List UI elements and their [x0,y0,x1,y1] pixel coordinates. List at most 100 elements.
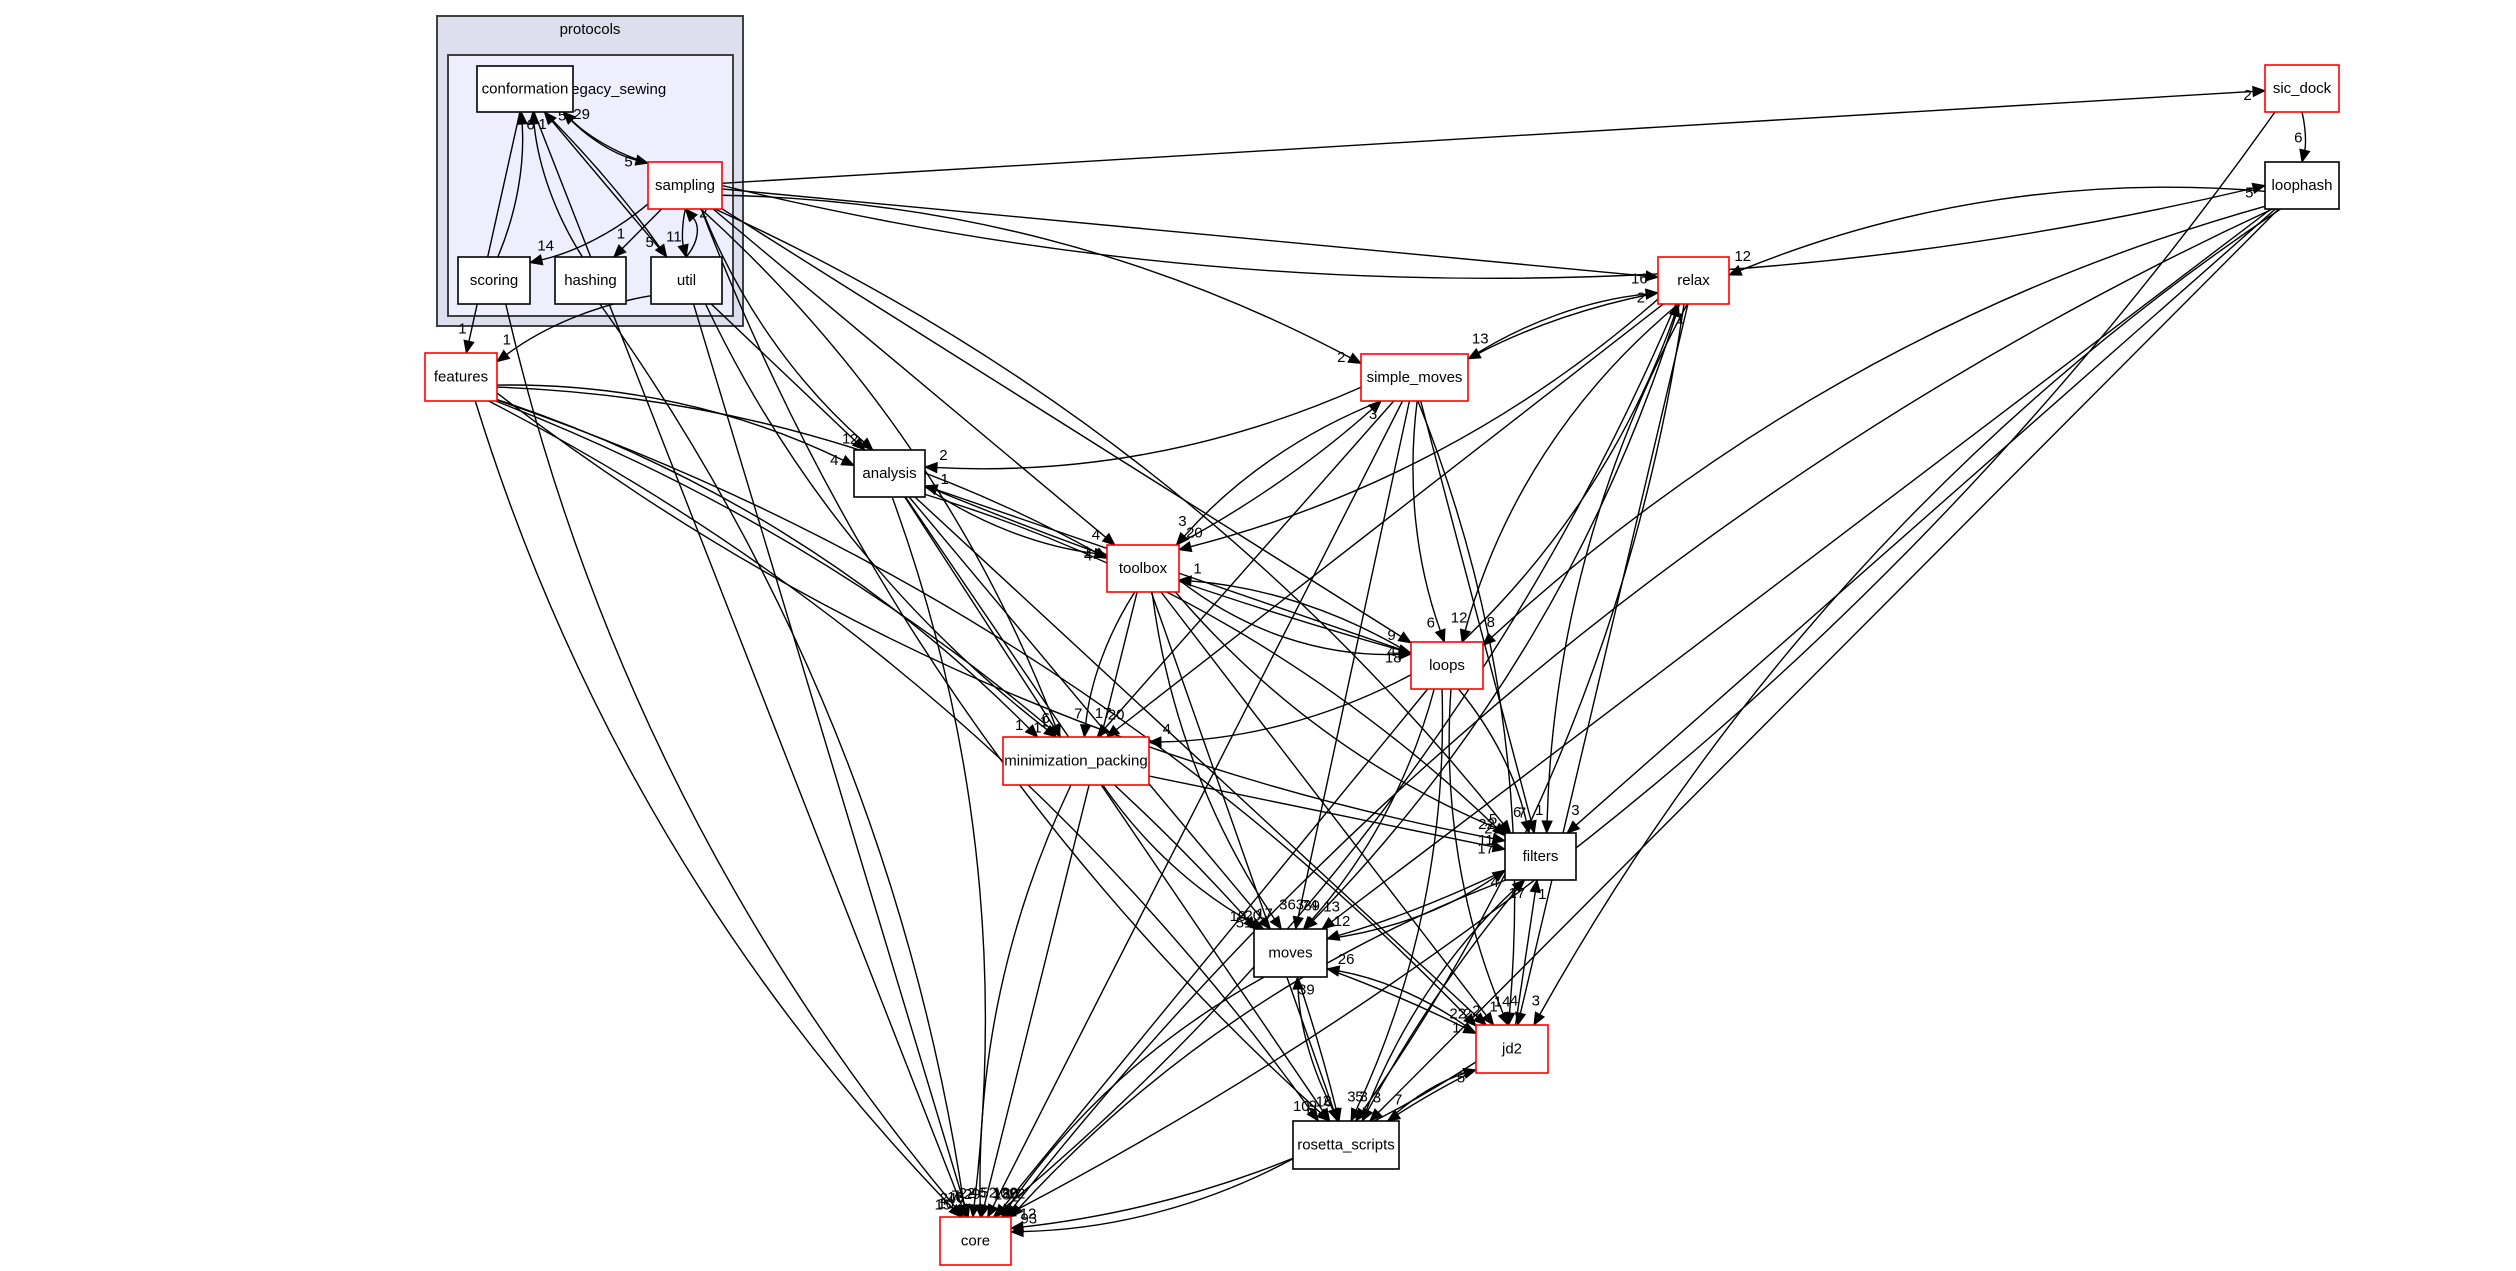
node-minimization-packing[interactable]: minimization_packing [1002,736,1150,786]
edge-label[interactable]: 52 [980,1184,997,1201]
edge-relax-to-simple_moves[interactable] [1478,292,1659,354]
edge-jd2-to-filters[interactable] [1514,891,1536,1026]
edge-relax-to-moves[interactable] [1312,303,1681,921]
edge-sampling-to-minimization_packing[interactable] [700,208,1057,727]
edge-rosetta_scripts-to-moves[interactable] [1297,988,1340,1122]
node-label[interactable]: sic_dock [2273,80,2332,97]
edge-label[interactable]: 10 [1293,1098,1310,1115]
node-label[interactable]: simple_moves [1367,369,1463,386]
node-box[interactable] [554,256,627,305]
node-box[interactable] [1292,1120,1400,1170]
edge-simple_moves-to-minimization_packing[interactable] [1104,400,1395,729]
node-label[interactable]: loophash [2272,177,2333,194]
edge-simple_moves-to-toolbox[interactable] [1183,400,1382,537]
edge-sic_dock-to-loophash[interactable] [2301,111,2307,151]
edge-jd2-to-rosetta_scripts[interactable] [1397,1069,1477,1116]
edge-label[interactable]: 246 [940,1190,965,1207]
node-label[interactable]: util [677,272,696,289]
edge-label[interactable]: 1 [1452,1020,1460,1037]
edge-label[interactable]: 3 [1178,513,1186,530]
edge-analysis-to-filters[interactable] [924,493,1497,828]
edge-label[interactable]: 1 [842,430,850,447]
edge-label[interactable]: 6 [1513,804,1521,821]
edge-loophash-to-moves[interactable] [1331,208,2272,923]
node-box[interactable] [424,352,498,402]
node-box[interactable] [1504,832,1577,881]
edge-label[interactable]: 6 [1307,1102,1315,1119]
edge-moves-to-jd2[interactable] [1326,968,1466,1029]
edge-analysis-to-minimization_packing[interactable] [904,496,1055,728]
edge-label[interactable]: 2 [1011,1189,1019,1206]
edge-toolbox-to-simple_moves[interactable] [1176,408,1373,546]
edge-label[interactable]: 1 [1083,544,1091,561]
edge-sic_dock-to-core[interactable] [1013,111,2276,1213]
edge-label[interactable]: 7 [951,1187,959,1204]
node-label[interactable]: rosetta_scripts [1297,1137,1395,1154]
node-relax[interactable]: relax [1657,256,1730,305]
node-features[interactable]: features [424,352,498,402]
edge-label[interactable]: 26 [1338,951,1355,968]
edge-features-to-analysis[interactable] [496,384,844,461]
edge-label[interactable]: 2 [1463,1006,1471,1023]
edge-label[interactable]: 12 [1020,1205,1037,1222]
edge-jd2-to-moves[interactable] [1338,970,1477,1034]
node-box[interactable] [1002,736,1150,786]
edge-label[interactable]: 7 [1074,705,1082,722]
node-simple-moves[interactable]: simple_moves [1360,353,1469,402]
edge-label[interactable]: 2 [850,431,858,448]
edge-label[interactable]: 5 [2245,184,2253,201]
node-label[interactable]: relax [1677,272,1710,289]
edge-relax-to-jd2[interactable] [1519,303,1689,1014]
edge-conformation-to-sampling[interactable] [562,111,637,161]
edge-label[interactable]: 1 [1538,886,1546,903]
edge-label[interactable]: 1 [1033,719,1041,736]
node-label[interactable]: hashing [564,272,617,289]
edge-toolbox-to-filters[interactable] [1174,591,1498,830]
node-rosetta-scripts[interactable]: rosetta_scripts [1292,1120,1400,1170]
node-sic-dock[interactable]: sic_dock [2264,64,2340,113]
edge-label[interactable]: 15 [935,1197,952,1214]
edge-loophash-to-core[interactable] [1012,208,2273,1209]
edge-label[interactable]: 20 [1244,907,1261,924]
edge-label[interactable]: 10 [937,1195,954,1212]
edge-label[interactable]: 1 [1015,717,1023,734]
edge-rosetta_scripts-to-core[interactable] [1022,1158,1294,1233]
edge-label[interactable]: 3 [1369,406,1377,423]
node-loops[interactable]: loops [1410,641,1484,690]
edge-label[interactable]: 6 [526,116,534,133]
edge-label[interactable]: 2 [1337,349,1345,366]
edge-label[interactable]: 1 [503,331,511,348]
node-filters[interactable]: filters [1504,832,1577,881]
edge-util-to-minimization_packing[interactable] [704,303,1048,731]
edge-util-to-features[interactable] [506,295,652,356]
edge-label[interactable]: 2 [1484,820,1492,837]
edge-loops-to-rosetta_scripts[interactable] [1355,688,1444,1111]
edge-label[interactable]: 6 [2294,130,2302,147]
edge-label[interactable]: 16 [947,1189,964,1206]
edge-label[interactable]: 2 [1637,290,1645,307]
edge-features-to-rosetta_scripts[interactable] [488,400,1312,1112]
edge-relax-to-toolbox[interactable] [1190,298,1659,548]
edge-label[interactable]: 14 [537,238,554,255]
edge-label[interactable]: 1 [940,471,948,488]
edge-moves-to-core[interactable] [1007,976,1265,1208]
edge-util-to-sampling[interactable] [685,217,699,258]
node-label[interactable]: analysis [862,465,916,482]
edge-simple_moves-to-moves[interactable] [1297,400,1411,918]
edge-conformation-to-features[interactable] [468,111,521,342]
edge-toolbox-to-loops[interactable] [1178,579,1400,656]
edge-filters-to-moves[interactable] [1338,869,1506,937]
edge-scoring-to-conformation[interactable] [497,123,524,258]
edge-loops-to-core[interactable] [1002,688,1429,1209]
edge-label[interactable]: 2 [2243,87,2251,104]
edge-minimization_packing-to-filters[interactable] [1148,775,1494,848]
edge-loops-to-filters[interactable] [1457,688,1528,822]
node-box[interactable] [1253,928,1328,978]
edge-label[interactable]: 13 [1323,899,1340,916]
edge-label[interactable]: 4 [1387,643,1395,660]
edge-label[interactable]: 22 [1449,1006,1466,1023]
node-box[interactable] [939,1216,1012,1266]
edge-toolbox-to-jd2[interactable] [1160,591,1487,1016]
edge-label[interactable]: 18 [994,1186,1011,1203]
edge-label[interactable]: 12 [1734,248,1751,265]
